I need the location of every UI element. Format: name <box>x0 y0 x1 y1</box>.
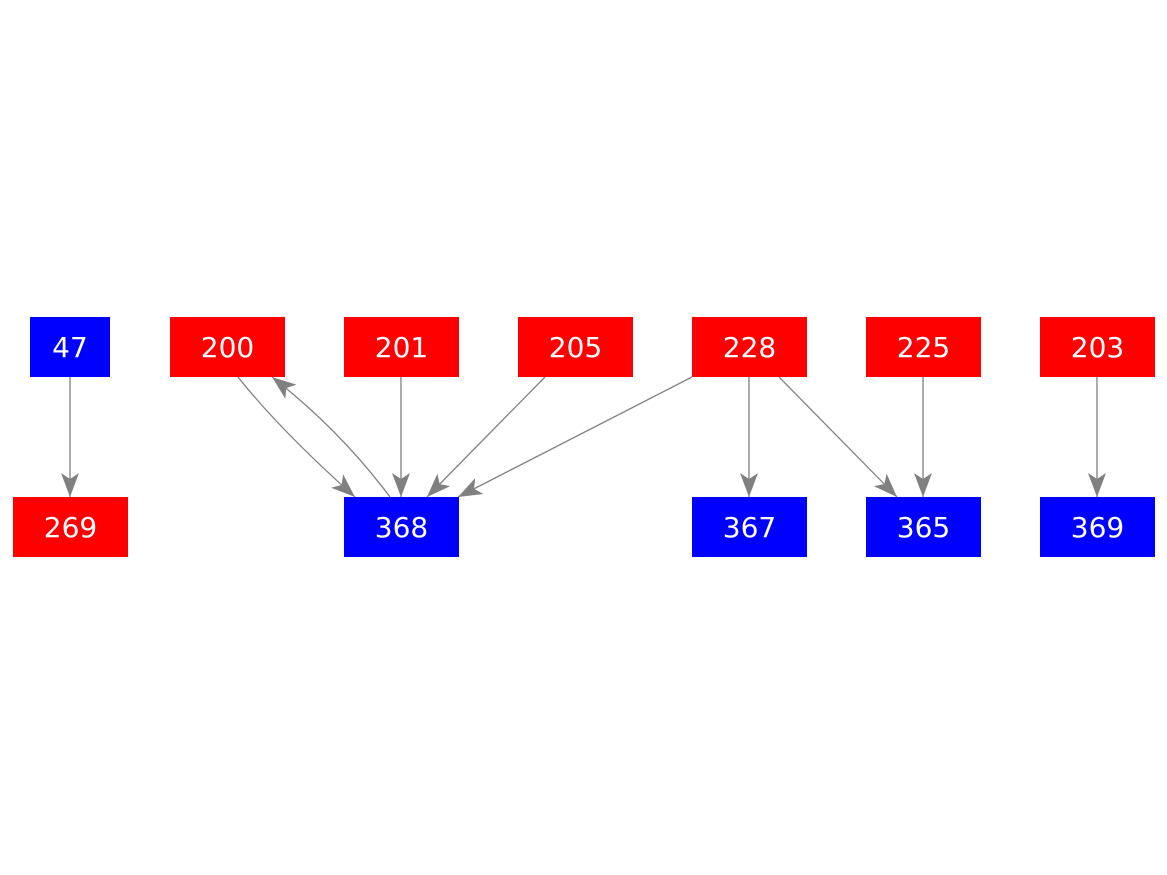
node-box <box>30 317 110 377</box>
node-203: 203 <box>1040 317 1155 377</box>
node-box <box>344 497 459 557</box>
node-225: 225 <box>866 317 981 377</box>
node-box <box>692 317 807 377</box>
edge-368-200 <box>271 376 391 498</box>
node-205: 205 <box>518 317 633 377</box>
node-369: 369 <box>1040 497 1155 557</box>
node-box <box>866 317 981 377</box>
edge-200-368 <box>237 376 356 498</box>
node-box <box>692 497 807 557</box>
node-47: 47 <box>30 317 110 377</box>
node-box <box>344 317 459 377</box>
node-label: 228 <box>723 331 776 364</box>
node-368: 368 <box>344 497 459 557</box>
node-box <box>170 317 285 377</box>
node-269: 269 <box>13 497 128 557</box>
node-228: 228 <box>692 317 807 377</box>
node-label: 225 <box>897 331 950 364</box>
edge-228-365 <box>778 376 898 498</box>
node-box <box>866 497 981 557</box>
node-label: 47 <box>52 331 88 364</box>
node-label: 269 <box>44 511 97 544</box>
edges <box>61 376 1106 498</box>
node-label: 369 <box>1071 511 1124 544</box>
node-label: 368 <box>375 511 428 544</box>
node-box <box>1040 317 1155 377</box>
node-200: 200 <box>170 317 285 377</box>
node-label: 365 <box>897 511 950 544</box>
edge-228-368 <box>457 376 693 498</box>
node-label: 367 <box>723 511 776 544</box>
node-201: 201 <box>344 317 459 377</box>
node-365: 365 <box>866 497 981 557</box>
node-label: 201 <box>375 331 428 364</box>
node-box <box>518 317 633 377</box>
node-box <box>1040 497 1155 557</box>
node-label: 203 <box>1071 331 1124 364</box>
node-label: 205 <box>549 331 602 364</box>
node-367: 367 <box>692 497 807 557</box>
edge-205-368 <box>426 376 546 498</box>
node-box <box>13 497 128 557</box>
node-label: 200 <box>201 331 254 364</box>
